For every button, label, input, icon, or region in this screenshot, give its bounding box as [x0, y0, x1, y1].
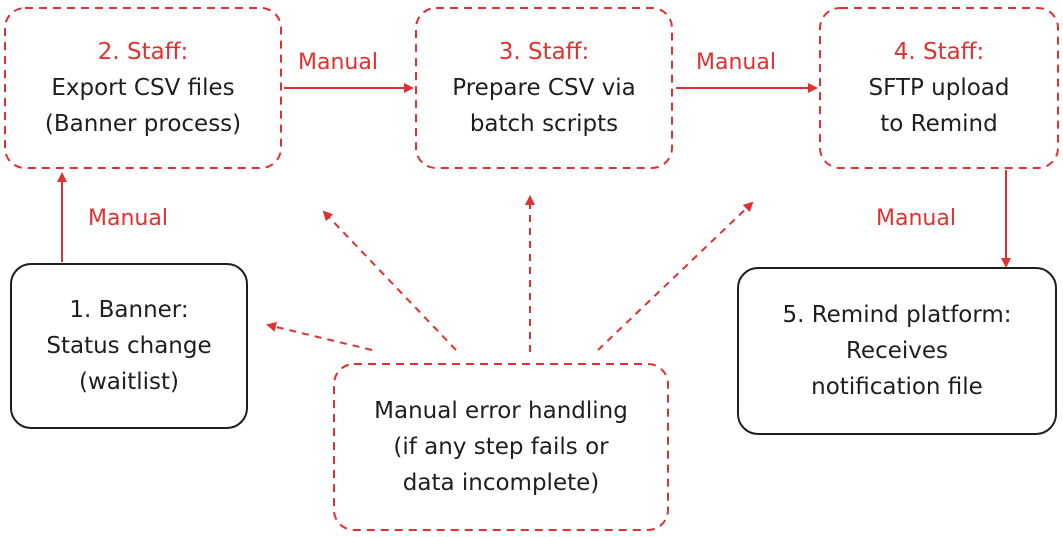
edge-label-sftp-to-remind: Manual	[876, 206, 956, 231]
errors-node-shape	[333, 363, 669, 531]
export-node-line-1: Export CSV files	[51, 75, 235, 101]
sftp-node-title: 4. Staff:	[893, 39, 985, 65]
banner-node-line-3: (waitlist)	[78, 369, 180, 395]
remind-node: 5. Remind platform: Receives notificatio…	[738, 268, 1056, 434]
remind-node-line-3: notification file	[811, 374, 983, 400]
error-edge-to-export	[322, 210, 457, 351]
export-node-line-2: (Banner process)	[44, 111, 242, 137]
export-node-title: 2. Staff:	[97, 39, 189, 65]
error-edge-to-sftp	[597, 201, 754, 351]
prepare-node-line-1: Prepare CSV via	[452, 75, 636, 101]
remind-node-line-2: Receives	[845, 338, 949, 364]
remind-node-line-1: 5. Remind platform:	[782, 302, 1012, 328]
export-node: 2. Staff: Export CSV files (Banner proce…	[5, 8, 281, 168]
banner-node: 1. Banner: Status change (waitlist)	[11, 264, 247, 428]
banner-node-shape	[10, 263, 248, 429]
prepare-node-line-2: batch scripts	[469, 111, 619, 137]
prepare-node: 3. Staff: Prepare CSV via batch scripts	[416, 8, 672, 168]
error-handling-line-2: (if any step fails or	[393, 434, 609, 460]
edge-label-prepare-to-sftp: Manual	[696, 50, 776, 75]
export-node-shape	[4, 7, 282, 169]
sftp-node-shape	[819, 7, 1059, 169]
banner-node-line-2: Status change	[46, 333, 212, 359]
prepare-node-title: 3. Staff:	[498, 39, 590, 65]
sftp-node-line-1: SFTP upload	[868, 75, 1010, 101]
banner-node-line-1: 1. Banner:	[69, 297, 189, 323]
prepare-node-shape	[415, 7, 673, 169]
error-edge-to-banner	[266, 322, 373, 351]
edge-label-banner-to-export: Manual	[88, 206, 168, 231]
sftp-node-line-2: to Remind	[880, 111, 998, 137]
sftp-node: 4. Staff: SFTP upload to Remind	[820, 8, 1058, 168]
error-handling-node: Manual error handling (if any step fails…	[334, 364, 668, 530]
error-handling-line-3: data incomplete)	[402, 470, 600, 496]
remind-node-shape	[737, 267, 1057, 435]
edge-label-export-to-prepare: Manual	[298, 50, 378, 75]
error-handling-line-1: Manual error handling	[374, 398, 628, 424]
